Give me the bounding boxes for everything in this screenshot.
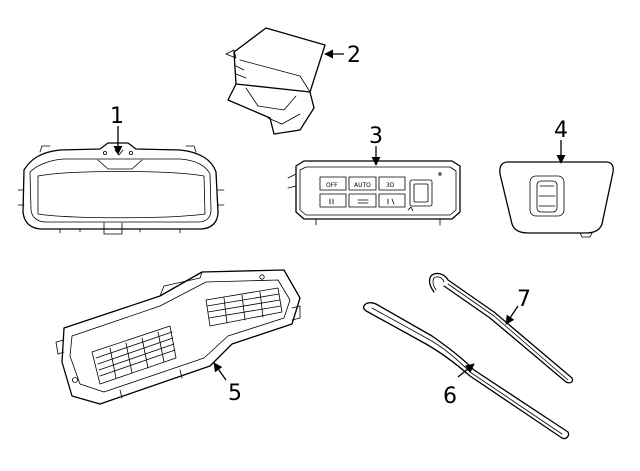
three-d-label: 3D — [386, 182, 395, 189]
instrument-cluster-part — [17, 142, 225, 235]
defrost-button[interactable] — [348, 193, 377, 208]
climate-control-panel-part: OFF AUTO 3D — [287, 160, 461, 226]
leader-line-5 — [213, 362, 227, 381]
three-d-button[interactable] — [378, 176, 406, 191]
auto-button[interactable] — [348, 176, 377, 191]
auto-label: AUTO — [354, 182, 371, 189]
switch-knob[interactable] — [529, 175, 565, 217]
leader-line-7 — [505, 305, 519, 325]
callout-5: 5 — [228, 381, 242, 406]
callout-2: 2 — [347, 43, 361, 68]
callout-1: 1 — [110, 104, 124, 129]
fan-button[interactable] — [378, 193, 406, 208]
off-label: OFF — [326, 182, 338, 189]
toggle-switch[interactable] — [409, 179, 433, 207]
callout-7: 7 — [517, 287, 531, 312]
callout-3: 3 — [369, 124, 383, 149]
callout-6: 6 — [443, 384, 457, 409]
seat-heat-button[interactable] — [319, 193, 347, 208]
rod-part-7 — [428, 272, 574, 384]
module-part-2 — [225, 27, 326, 135]
leader-line-6 — [457, 363, 475, 378]
off-button[interactable] — [319, 176, 347, 191]
air-vent-assembly-part — [55, 269, 301, 405]
switch-bezel-part — [499, 161, 614, 238]
callout-4: 4 — [554, 118, 568, 143]
